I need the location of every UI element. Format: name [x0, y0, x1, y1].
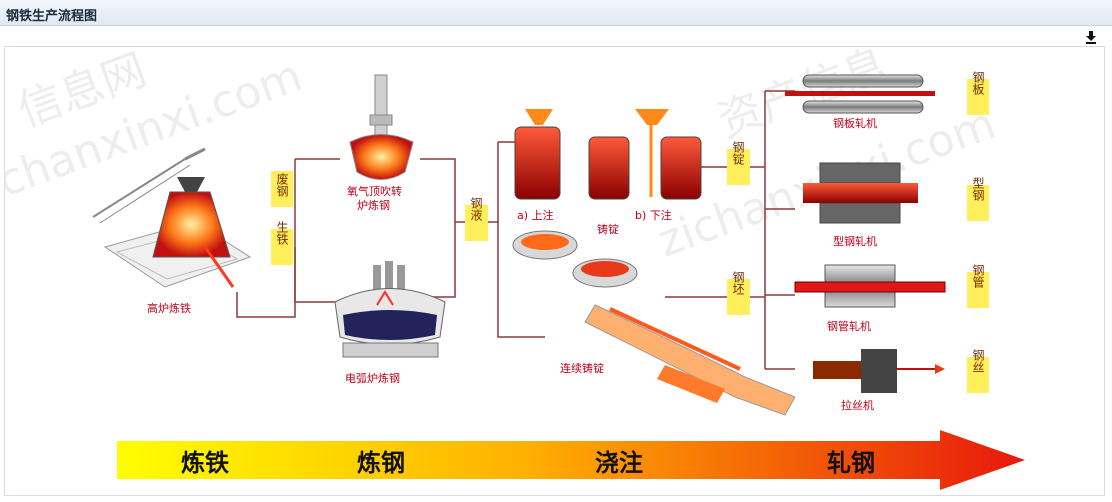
label-steel-wire: 钢丝 [971, 349, 985, 373]
label-eaf: 电弧炉炼钢 [345, 371, 400, 385]
label-steel-billet: 钢坯 [731, 271, 745, 295]
wire-drawer [813, 349, 945, 393]
label-bottom-pour: b) 下注 [635, 208, 672, 222]
blast-furnace [92, 147, 252, 288]
stage-rolling: 轧钢 [827, 449, 875, 477]
label-drawing-machine: 拉丝机 [841, 398, 874, 412]
label-bof-1: 氧气顶吹转 [347, 184, 402, 198]
stage-ironmaking: 炼铁 [181, 449, 229, 477]
label-steel-ingot: 钢锭 [731, 141, 745, 166]
watermark: 资产信息 [711, 47, 894, 147]
title-bar: 钢铁生产流程图 [0, 0, 1112, 26]
box-steel-wire [967, 357, 989, 393]
oxygen-converter [349, 74, 414, 180]
ingot-molds [514, 109, 702, 200]
section-mill [803, 162, 918, 224]
box-steel-plate [967, 79, 989, 115]
label-continuous-casting: 连续铸锭 [560, 361, 604, 375]
window-title: 钢铁生产流程图 [6, 9, 98, 24]
label-molten-steel: 钢液 [469, 197, 483, 221]
box-steel-billet [727, 279, 750, 315]
electric-arc-furnace [334, 261, 446, 358]
continuous-caster [512, 230, 796, 416]
label-blast-furnace: 高炉炼铁 [147, 301, 191, 315]
stage-arrow [117, 430, 1025, 490]
box-scrap-steel [271, 171, 293, 207]
download-icon[interactable] [1084, 30, 1098, 44]
label-steel-plate: 钢板 [971, 71, 985, 96]
label-top-pour: a) 上注 [517, 208, 554, 222]
box-section-steel [967, 185, 989, 221]
label-plate-mill: 钢板轧机 [833, 116, 877, 130]
connector-lines [236, 90, 795, 370]
label-section-steel: 型钢 [971, 177, 985, 201]
box-pig-iron [271, 229, 293, 265]
label-steel-tube: 钢管 [971, 264, 985, 289]
label-bof-2: 炉炼钢 [357, 198, 390, 212]
box-molten-steel [465, 205, 488, 241]
label-scrap-steel: 废钢 [275, 172, 289, 197]
plate-mill [785, 74, 935, 114]
label-pig-iron: 生铁 [275, 221, 289, 245]
stage-steelmaking: 炼钢 [357, 449, 405, 477]
label-section-mill: 型钢轧机 [833, 234, 877, 248]
label-ingot: 铸锭 [597, 222, 619, 236]
label-tube-mill: 钢管轧机 [827, 319, 871, 333]
diagram-panel: 信息网 zichanxinxi.com 资产信息 chanxinxi.com 高… [0, 39, 1105, 496]
steel-process-diagram: 信息网 zichanxinxi.com 资产信息 chanxinxi.com 高… [0, 39, 1025, 490]
box-steel-tube [967, 272, 989, 308]
tube-mill [794, 264, 946, 308]
box-steel-ingot [727, 149, 750, 185]
stage-casting: 浇注 [595, 449, 643, 477]
